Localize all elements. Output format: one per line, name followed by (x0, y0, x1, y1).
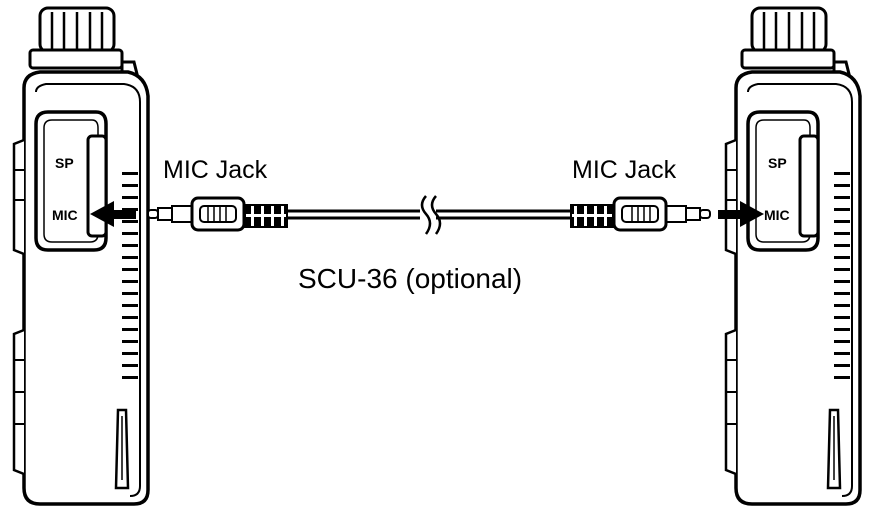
cable-scu36 (146, 195, 712, 235)
radio-right-mic-label: MIC (764, 207, 790, 223)
left-plug (146, 196, 290, 232)
radio-left: SP MIC (12, 6, 150, 506)
right-jack-label: MIC Jack (572, 156, 677, 184)
radio-left-sp-label: SP (55, 155, 74, 171)
left-jack-label: MIC Jack (163, 156, 268, 184)
right-plug (568, 196, 712, 232)
radio-right-sp-label: SP (768, 155, 787, 171)
radio-left-mic-label: MIC (52, 207, 78, 223)
cable-label: SCU-36 (optional) (298, 263, 522, 294)
arrow-right-icon (718, 201, 764, 227)
arrow-left-icon (90, 201, 136, 227)
cable-break-symbol (420, 195, 432, 235)
radio-right: SP MIC (724, 6, 862, 506)
